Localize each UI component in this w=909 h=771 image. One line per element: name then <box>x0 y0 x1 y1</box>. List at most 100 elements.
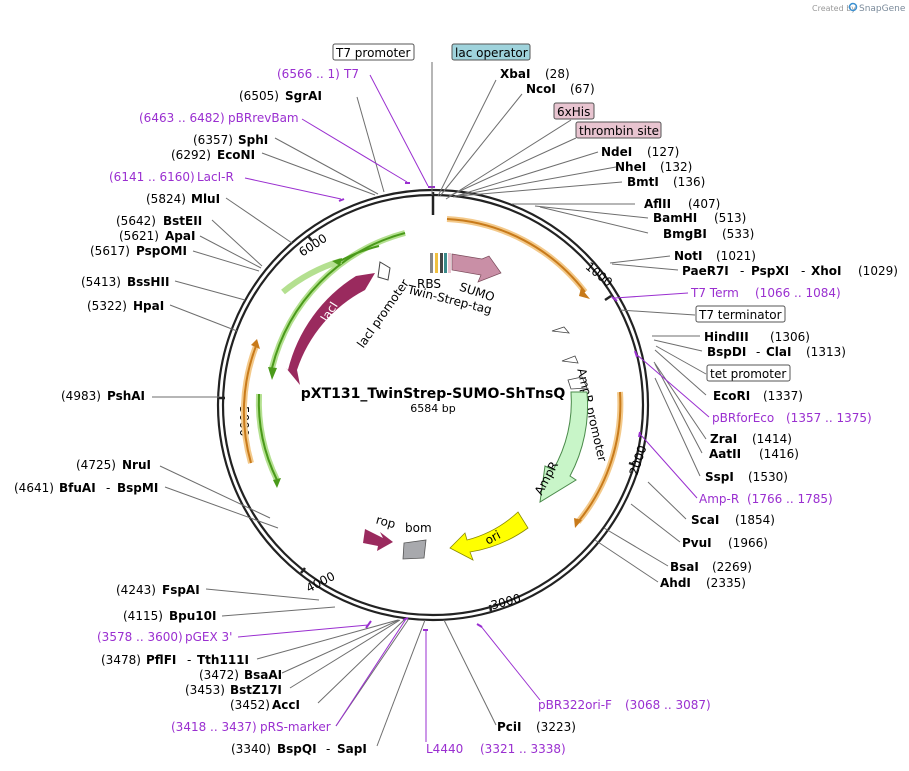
svg-text:BfuAI: BfuAI <box>59 481 96 495</box>
expression-cassette <box>430 253 451 273</box>
svg-text:(5642): (5642) <box>116 214 156 228</box>
enzyme-acci: (3452)AccI <box>230 698 300 712</box>
svg-text:SapI: SapI <box>337 742 367 756</box>
svg-text:ZraI: ZraI <box>710 432 737 446</box>
primer-t7: (6566 .. 1) T7 <box>277 67 359 81</box>
svg-text:(6566 .. 1): (6566 .. 1) <box>277 67 340 81</box>
svg-text:PvuI: PvuI <box>682 536 712 550</box>
svg-text:(1966): (1966) <box>728 536 768 550</box>
svg-text:NheI: NheI <box>615 160 646 174</box>
svg-text:T7: T7 <box>343 67 359 81</box>
svg-text:BspQI: BspQI <box>277 742 317 756</box>
enzyme-ndei: NdeI(127) <box>601 145 679 159</box>
svg-text:(28): (28) <box>545 67 570 81</box>
svg-text:AhdI: AhdI <box>660 576 691 590</box>
svg-text:(4243): (4243) <box>116 583 156 597</box>
svg-text:(1766 .. 1785): (1766 .. 1785) <box>747 492 833 506</box>
orf-arc-laci <box>271 232 406 369</box>
enzyme-pcii: PciI(3223) <box>497 720 576 734</box>
rbs-label: RBS <box>417 277 441 291</box>
enzyme-xbai: XbaI(28) <box>500 67 570 81</box>
svg-text:BsaAI: BsaAI <box>244 668 282 682</box>
svg-text:(6292): (6292) <box>171 148 211 162</box>
box-6xhis: 6xHis <box>553 102 595 120</box>
created-by-text: Created by <box>812 4 856 13</box>
box-t7-terminator: T7 terminator <box>695 305 786 323</box>
enzyme-aatii: AatII(1416) <box>709 447 799 461</box>
svg-text:(6505): (6505) <box>239 89 279 103</box>
enzyme-aflii: AflII (407) <box>644 197 720 211</box>
enzyme-hindiii: HindIII(1306) <box>704 330 810 344</box>
orf-arc-left-arrow <box>251 339 260 349</box>
svg-text:BsaI: BsaI <box>670 560 699 574</box>
backbone-outer <box>216 188 650 622</box>
enzyme-scai: ScaI(1854) <box>691 513 775 527</box>
svg-text:AflII: AflII <box>644 197 671 211</box>
svg-text:-: - <box>326 742 330 756</box>
enzyme-fspai: (4243)FspAI <box>116 583 200 597</box>
enzyme-hpai: (5322) HpaI <box>87 299 164 313</box>
enzyme-noti: NotI(1021) <box>674 249 756 263</box>
svg-text:Bpu10I: Bpu10I <box>169 609 216 623</box>
svg-text:(1021): (1021) <box>716 249 756 263</box>
primer-prs-marker: (3418 .. 3437) pRS-marker <box>171 720 331 734</box>
svg-text:HpaI: HpaI <box>133 299 164 313</box>
enzyme-nrui: (4725)NruI <box>76 458 151 472</box>
svg-text:(533): (533) <box>722 227 754 241</box>
orf-arc-right-arrow <box>574 518 582 528</box>
snapgene-logo-icon <box>848 2 858 12</box>
svg-text:(407): (407) <box>688 197 720 211</box>
svg-text:(1029): (1029) <box>858 264 898 278</box>
svg-text:ApaI: ApaI <box>165 229 195 243</box>
plasmid-size: 6584 bp <box>410 402 455 415</box>
orf-arc-laci-arrow <box>268 367 277 380</box>
svg-text:SspI: SspI <box>705 470 734 484</box>
svg-text:tet promoter: tet promoter <box>710 367 786 381</box>
laci-promoter-feature <box>377 261 391 281</box>
orf-arc-left <box>242 345 257 464</box>
enzyme-econi: (6292) EcoNI <box>171 148 255 162</box>
svg-text:(5322): (5322) <box>87 299 127 313</box>
enzyme-bfuai: (4641) BfuAI - BspMI <box>14 481 158 495</box>
orf-arc-left2-arrow <box>273 478 281 488</box>
svg-text:(1530): (1530) <box>748 470 788 484</box>
svg-text:pBRrevBam: pBRrevBam <box>228 111 299 125</box>
box-tet-promoter: tet promoter <box>706 364 791 382</box>
svg-text:BspMI: BspMI <box>117 481 158 495</box>
svg-text:BamHI: BamHI <box>653 211 697 225</box>
svg-text:(4641): (4641) <box>14 481 54 495</box>
svg-text:(3472): (3472) <box>199 668 239 682</box>
svg-text:XhoI: XhoI <box>811 264 842 278</box>
svg-text:(6463 .. 6482): (6463 .. 6482) <box>139 111 225 125</box>
primer-t7term: T7 Term (1066 .. 1084) <box>690 286 841 300</box>
enzyme-sgrai: (6505)SgrAI <box>239 89 322 103</box>
box-lac-operator: lac operator <box>451 43 531 61</box>
box-thrombin-site: thrombin site <box>575 121 662 139</box>
svg-text:lac operator: lac operator <box>455 46 528 60</box>
svg-text:(3321 .. 3338): (3321 .. 3338) <box>480 742 566 756</box>
svg-text:BmgBI: BmgBI <box>663 227 707 241</box>
svg-text:EcoRI: EcoRI <box>713 389 750 403</box>
svg-text:(1313): (1313) <box>806 345 846 359</box>
svg-text:BspDI: BspDI <box>707 345 746 359</box>
svg-text:6xHis: 6xHis <box>557 105 590 119</box>
primer-pbrforeco: pBRforEco (1357 .. 1375) <box>712 411 872 425</box>
enzyme-pvui: PvuI (1966) <box>682 536 768 550</box>
svg-text:(5824): (5824) <box>146 192 186 206</box>
svg-text:(136): (136) <box>673 175 705 189</box>
svg-text:(3453): (3453) <box>185 683 225 697</box>
svg-text:(5617): (5617) <box>90 244 130 258</box>
primer-amp-r: Amp-R (1766 .. 1785) <box>699 492 833 506</box>
enzyme-bmgbi: BmgBI (533) <box>663 227 754 241</box>
svg-text:AccI: AccI <box>272 698 300 712</box>
enzyme-bmti: BmtI(136) <box>627 175 705 189</box>
svg-text:(6141 .. 6160): (6141 .. 6160) <box>109 170 195 184</box>
enzyme-pflfi: (3478) PflFI - Tth111I <box>101 653 249 667</box>
svg-text:BssHII: BssHII <box>127 275 169 289</box>
svg-text:BstZ17I: BstZ17I <box>230 683 282 697</box>
primer-pbrrevbam: (6463 .. 6482) pBRrevBam <box>139 111 299 125</box>
svg-text:-: - <box>801 264 805 278</box>
svg-text:ScaI: ScaI <box>691 513 719 527</box>
svg-text:EcoNI: EcoNI <box>217 148 255 162</box>
